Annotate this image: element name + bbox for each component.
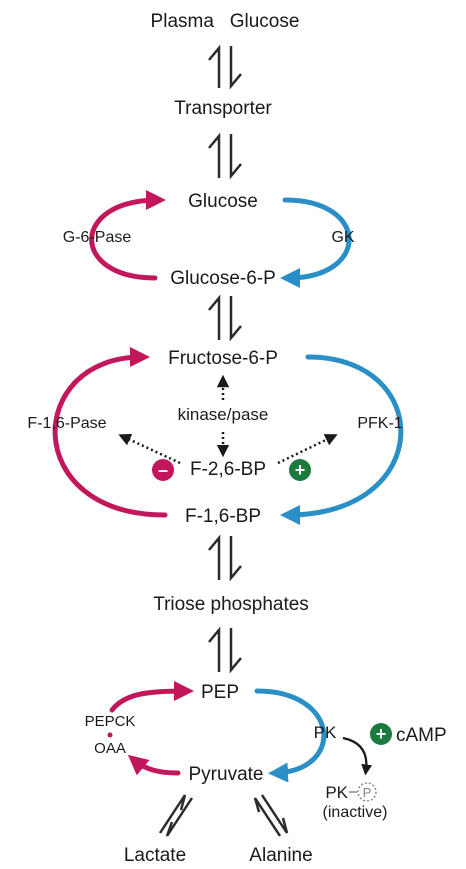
reversible-arrow-1 <box>208 44 242 90</box>
inhibit-f16pase-arrow <box>118 433 181 465</box>
pyruvate-label: Pyruvate <box>189 764 264 785</box>
gk-arc <box>280 197 352 288</box>
pk-label: PK <box>314 723 337 742</box>
oaa-label: OAA <box>94 740 126 757</box>
plus-symbol: + <box>295 460 306 480</box>
pk-arc <box>254 688 327 783</box>
reversible-arrow-3 <box>208 294 242 342</box>
reversible-arrow-5 <box>208 626 242 674</box>
f16bp-label: F-1,6-BP <box>185 506 261 527</box>
phosphate-letter: P <box>363 785 372 800</box>
pk-phosphorylation-arrow <box>342 736 373 776</box>
g6pase-label: G-6-Pase <box>63 229 132 246</box>
activation-badge: + <box>289 459 311 481</box>
inactive-label: (inactive) <box>323 804 388 821</box>
pfk1-arc <box>280 354 404 525</box>
pepck-dot <box>107 732 113 738</box>
f16pase-arc <box>52 347 168 518</box>
pep-label: PEP <box>201 682 239 703</box>
g6pase-arc <box>89 190 166 281</box>
fructose-6-p-label: Fructose-6-P <box>168 348 278 369</box>
pk-phospho-label: PK <box>325 783 348 802</box>
lactate-pyruvate-arrow <box>158 794 194 837</box>
kinase-pase-label: kinase/pase <box>178 405 269 424</box>
f16pase-label: F-1,6-Pase <box>27 415 106 432</box>
phosphate-symbol: P <box>357 782 377 802</box>
gk-label: GK <box>331 229 354 246</box>
reversible-arrow-4 <box>208 534 242 582</box>
inhibition-badge: – <box>152 459 174 481</box>
lactate-label: Lactate <box>124 845 186 866</box>
reversible-arrow-2 <box>208 132 242 180</box>
transporter-label: Transporter <box>174 98 272 119</box>
alanine-pyruvate-arrow <box>253 794 289 837</box>
pepck-upper-arc <box>109 681 194 713</box>
glucose-6-p-label: Glucose-6-P <box>170 268 276 289</box>
plasma-glucose-label: Plasma Glucose <box>151 11 300 32</box>
alanine-label: Alanine <box>249 845 312 866</box>
camp-plus-symbol: + <box>376 724 387 744</box>
camp-label: cAMP <box>396 725 447 746</box>
pepck-label: PEPCK <box>85 713 136 730</box>
f26bp-label: F-2,6-BP <box>190 459 266 480</box>
pfk1-label: PFK-1 <box>357 415 402 432</box>
triose-phosphates-label: Triose phosphates <box>153 594 309 615</box>
glucose-label: Glucose <box>188 191 258 212</box>
minus-symbol: – <box>158 460 168 480</box>
camp-activation-badge: + <box>370 723 392 745</box>
pepck-lower-arc <box>127 754 181 776</box>
